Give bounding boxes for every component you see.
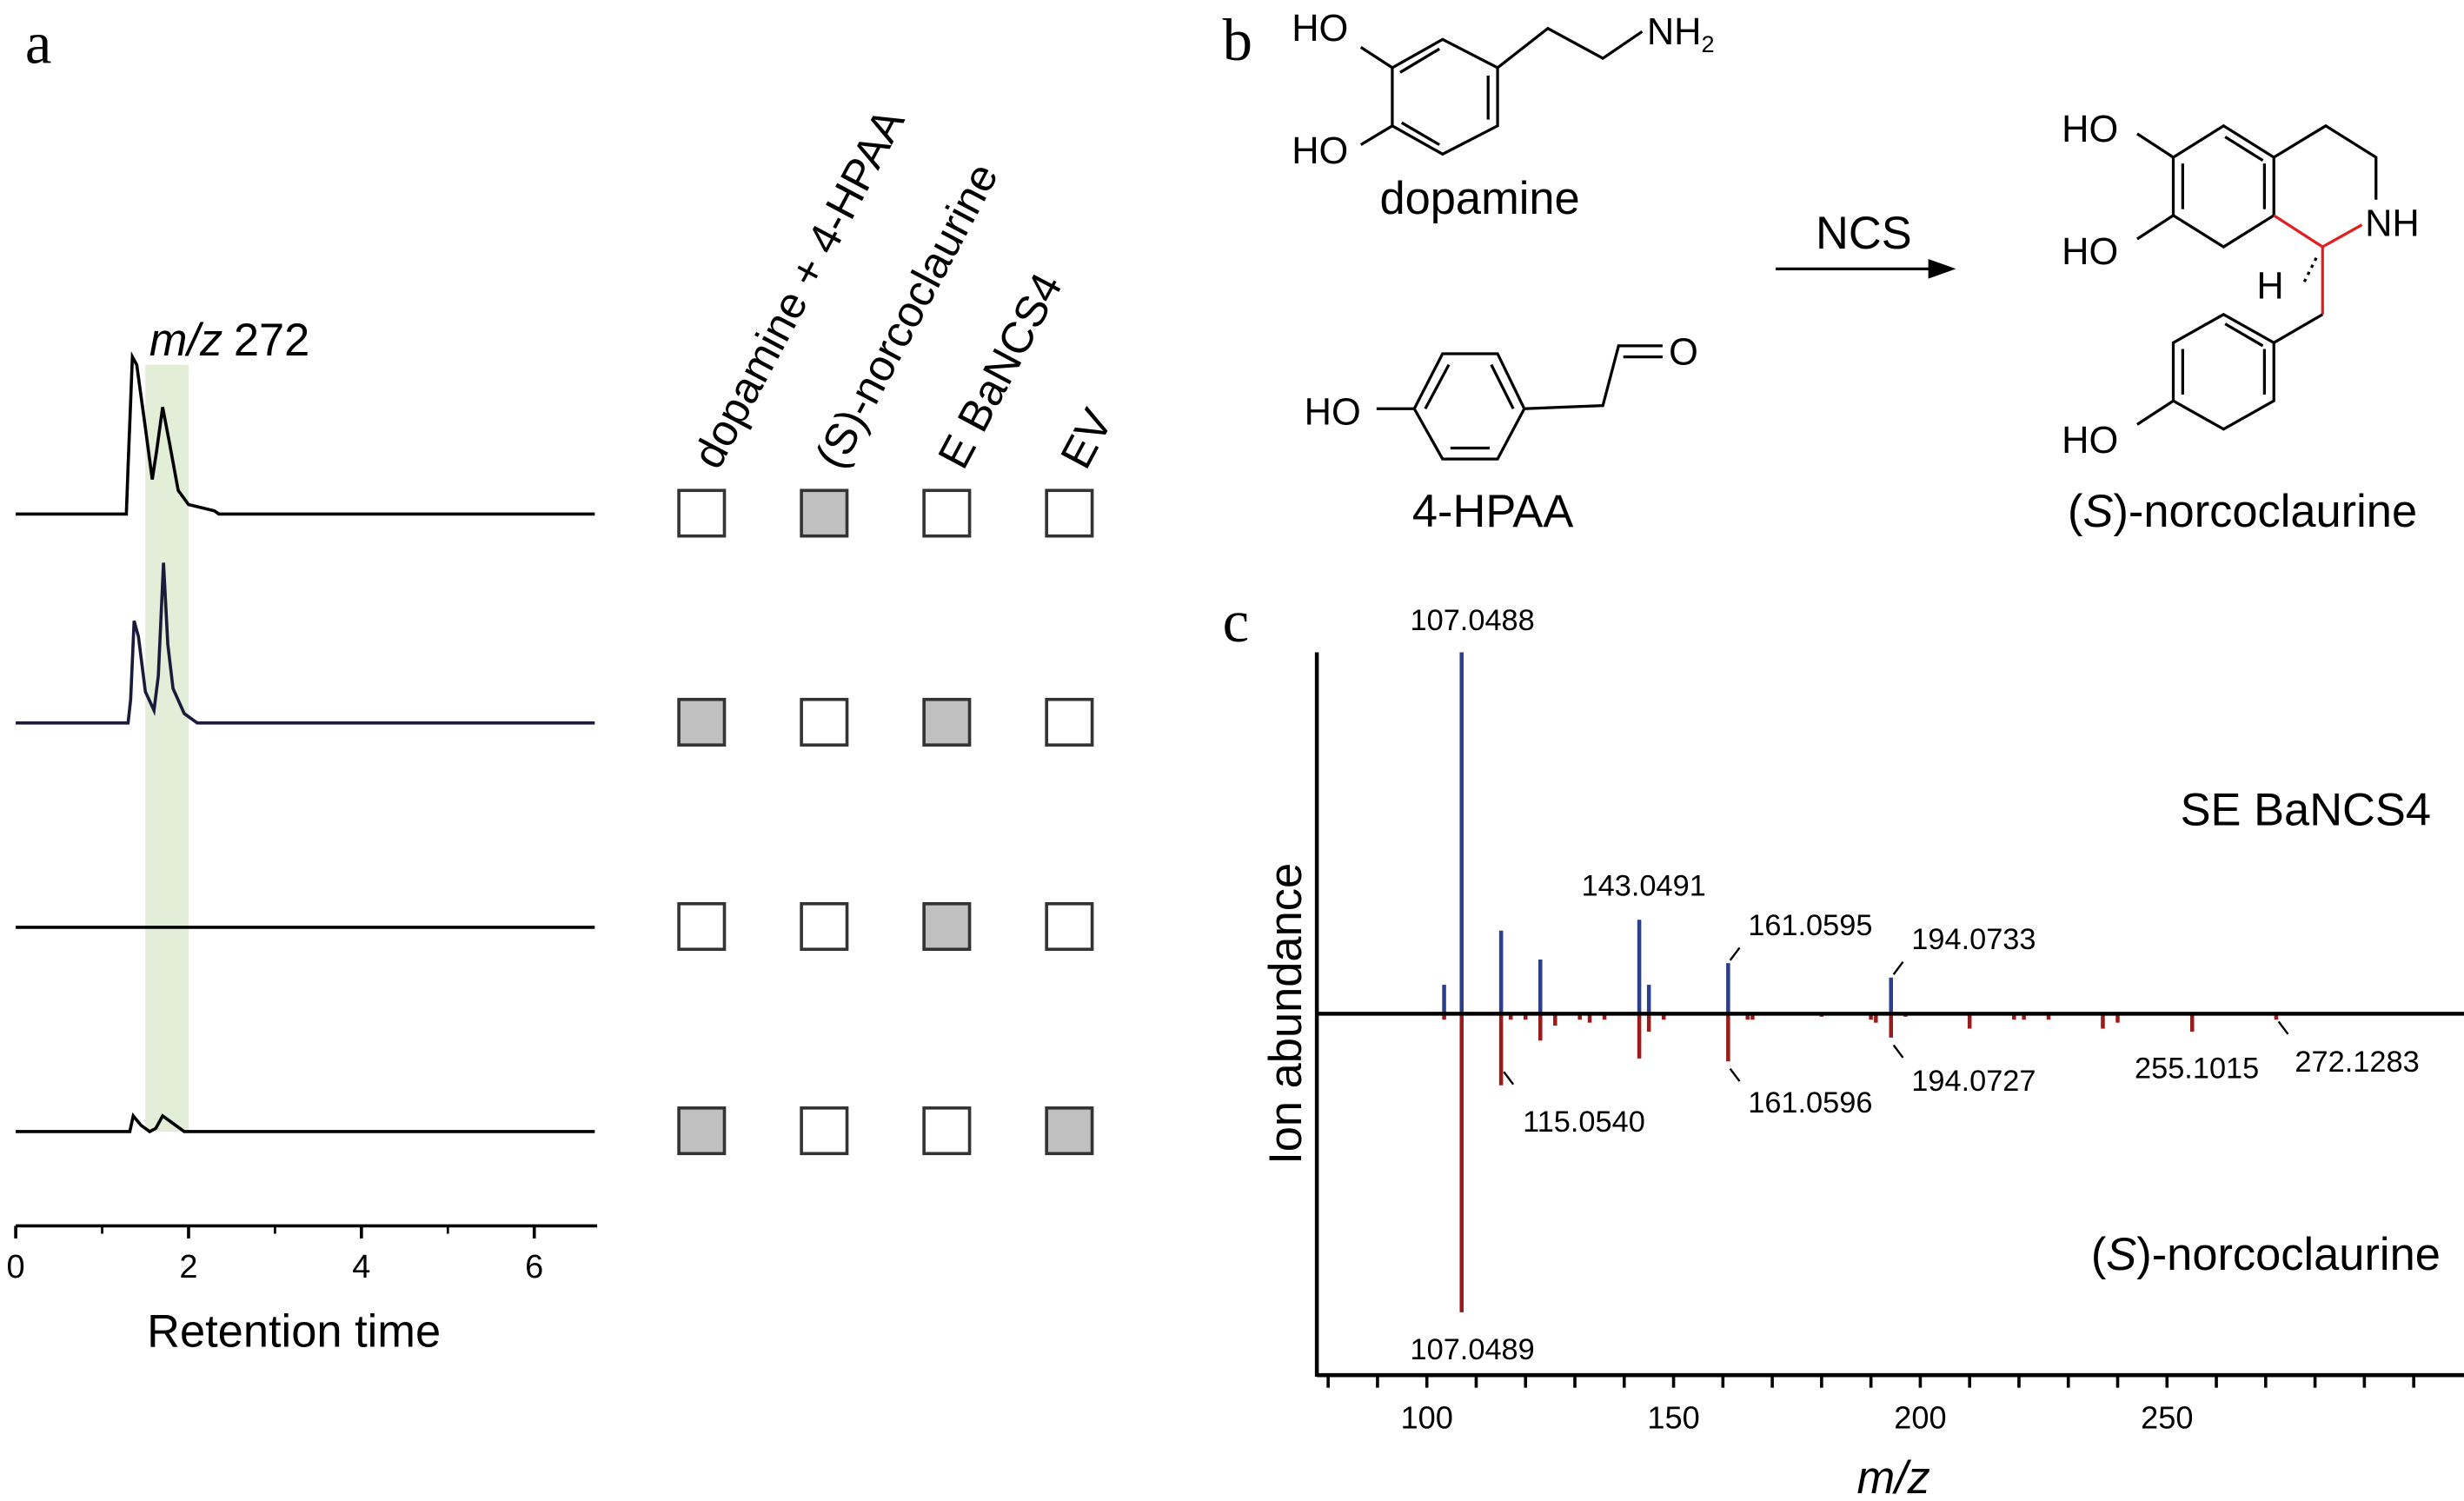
peak-label: 161.0596 xyxy=(1748,1086,1872,1119)
peak-label: 115.0540 xyxy=(1523,1106,1645,1139)
atom-sub2: 2 xyxy=(1701,30,1714,57)
hpaa-structure xyxy=(1376,344,1663,461)
column-header: EV xyxy=(1051,401,1122,476)
label-part: ( xyxy=(2068,487,2083,537)
condition-box xyxy=(677,901,727,952)
atom-ho: HO xyxy=(2062,420,2118,462)
condition-box xyxy=(922,1106,972,1156)
chromatogram-trace xyxy=(16,562,595,725)
atom-ho: HO xyxy=(1292,8,1348,50)
condition-box xyxy=(1045,697,1094,747)
y-axis-label: Ion abundance xyxy=(1261,863,1312,1165)
atom-ho: HO xyxy=(1292,130,1348,172)
column-header: E BaNCS4 xyxy=(928,265,1072,476)
condition-box xyxy=(922,901,972,952)
x-tick-label: 6 xyxy=(525,1249,543,1285)
traces xyxy=(16,351,595,1134)
x-ticks: 0 2 4 6 xyxy=(7,1225,543,1285)
condition-box xyxy=(800,901,849,952)
leader-line xyxy=(1503,1071,1515,1086)
peak-label: 255.1015 xyxy=(2135,1052,2259,1085)
chromatogram-trace xyxy=(16,351,595,516)
peak-label: 194.0733 xyxy=(1911,923,2036,956)
condition-box xyxy=(800,488,849,538)
panel-label-c: c xyxy=(1223,588,1250,654)
condition-box xyxy=(677,488,727,538)
condition-grid xyxy=(677,488,1094,1156)
x-axis-label: Retention time xyxy=(147,1307,441,1358)
chromatogram-trace xyxy=(16,1112,595,1134)
atom-ho: HO xyxy=(2062,231,2118,273)
highlight-band xyxy=(145,364,189,1132)
label-part: S xyxy=(2083,487,2114,537)
peak-label: 161.0595 xyxy=(1748,909,1872,942)
reaction-arrow xyxy=(1776,258,1956,279)
condition-box xyxy=(1045,901,1094,952)
atom-h: H xyxy=(2256,266,2283,308)
leader-line xyxy=(1892,1044,1904,1059)
condition-box xyxy=(677,697,727,747)
mz-title-italic: m/z xyxy=(149,315,222,366)
condition-box xyxy=(1045,488,1094,538)
x-axis-label: m/z xyxy=(1856,1453,1929,1501)
label-norcoclaurine: (S)-norcoclaurine xyxy=(2068,487,2417,537)
condition-box xyxy=(800,697,849,747)
leader-line xyxy=(1729,1067,1741,1082)
condition-box xyxy=(922,697,972,747)
condition-box xyxy=(677,1106,727,1156)
x-ticks: 100 150 200 250 xyxy=(1326,1375,2415,1436)
leader-line xyxy=(1892,960,1904,975)
label-4-hpaa: 4-HPAA xyxy=(1412,487,1574,537)
x-tick-label: 0 xyxy=(7,1249,25,1285)
mz-title-value: 272 xyxy=(234,315,309,366)
atom-ho: HO xyxy=(2062,109,2118,150)
x-tick-label: 250 xyxy=(2141,1400,2193,1436)
panel-label-a: a xyxy=(25,10,52,76)
peak-label: 194.0727 xyxy=(1911,1065,2036,1098)
peak-labels: 107.0488 143.0491 161.0595 194.0733 107.0489… xyxy=(1411,604,2420,1366)
legend-italic: S xyxy=(2106,1230,2136,1280)
peak-label: 272.1283 xyxy=(2295,1046,2419,1079)
panel-label-b: b xyxy=(1223,7,1252,73)
x-tick-label: 150 xyxy=(1647,1400,1699,1436)
atom-nh2: NH2 xyxy=(1647,11,1715,57)
norcoclaurine-structure xyxy=(2136,123,2378,431)
label-ncs: NCS xyxy=(1816,209,1912,259)
x-tick-label: 200 xyxy=(1894,1400,1946,1436)
condition-box xyxy=(800,1106,849,1156)
spectrum-peaks xyxy=(1442,652,2279,1312)
leader-line xyxy=(1729,946,1741,961)
atom-nh: NH xyxy=(2365,203,2420,244)
atom-nh: NH xyxy=(1647,11,1702,53)
peak-label: 107.0489 xyxy=(1411,1333,1535,1366)
atom-o: O xyxy=(1669,332,1698,374)
x-tick-label: 2 xyxy=(179,1249,197,1285)
legend-top: SE BaNCS4 xyxy=(2181,785,2431,835)
leader-line xyxy=(2277,1020,2289,1035)
peak-label: 107.0488 xyxy=(1411,604,1535,637)
label-dopamine: dopamine xyxy=(1379,174,1579,224)
mass-spectrum-panel: 100 150 200 250 107.0488 143.0491 161.0595 194… xyxy=(1261,604,2464,1501)
x-tick-label: 4 xyxy=(352,1249,370,1285)
condition-box xyxy=(1045,1106,1094,1156)
atom-ho: HO xyxy=(1305,391,1361,433)
column-header: dopamine + 4-HPAA xyxy=(683,100,914,475)
label-part: )-norcoclaurine xyxy=(2113,487,2417,537)
reaction-scheme: HO HO NH2 dopamine HO O 4-HPAA NCS HO HO… xyxy=(1292,8,2420,537)
x-tick-label: 100 xyxy=(1401,1400,1453,1436)
legend-bottom: (S)-norcoclaurine xyxy=(2091,1230,2441,1280)
peak-label: 143.0491 xyxy=(1582,870,1706,903)
dopamine-structure xyxy=(1359,26,1644,156)
condition-box xyxy=(922,488,972,538)
